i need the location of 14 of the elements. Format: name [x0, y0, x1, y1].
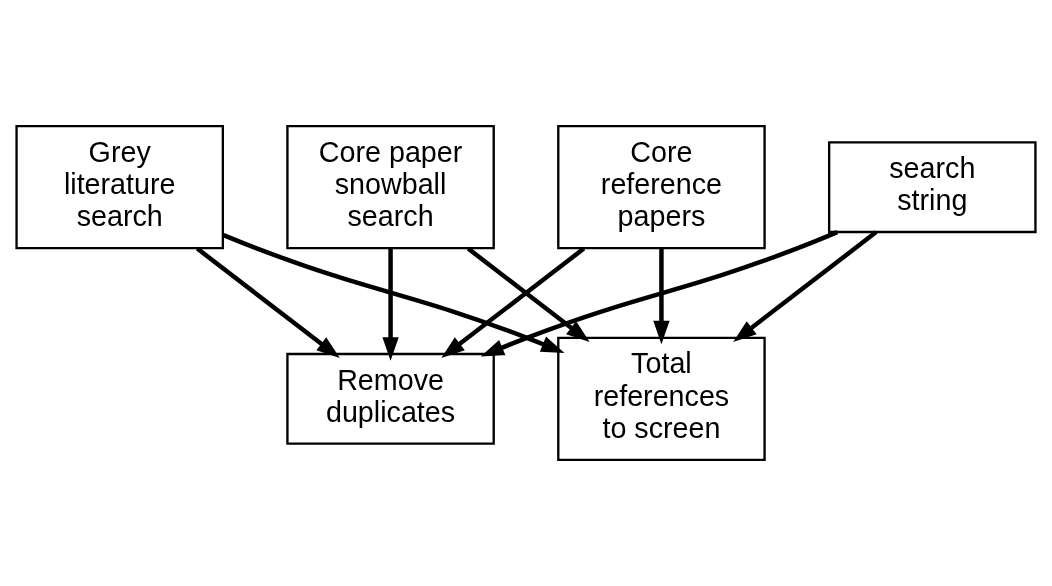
arrow	[195, 246, 340, 359]
node-box: Grey literature search	[15, 125, 224, 250]
node-box: search string	[828, 141, 1037, 234]
arrow	[733, 230, 878, 342]
node-box: Core reference papers	[557, 125, 766, 250]
arrow	[441, 246, 586, 359]
arrow	[382, 248, 399, 361]
node-box: Remove duplicates	[286, 352, 495, 445]
arrow	[480, 230, 839, 357]
arrow	[466, 246, 590, 342]
node-box: Core paper snowball search	[286, 125, 495, 250]
arrow	[222, 233, 565, 354]
arrow	[653, 248, 670, 345]
node-box: Total references to screen	[557, 336, 766, 461]
